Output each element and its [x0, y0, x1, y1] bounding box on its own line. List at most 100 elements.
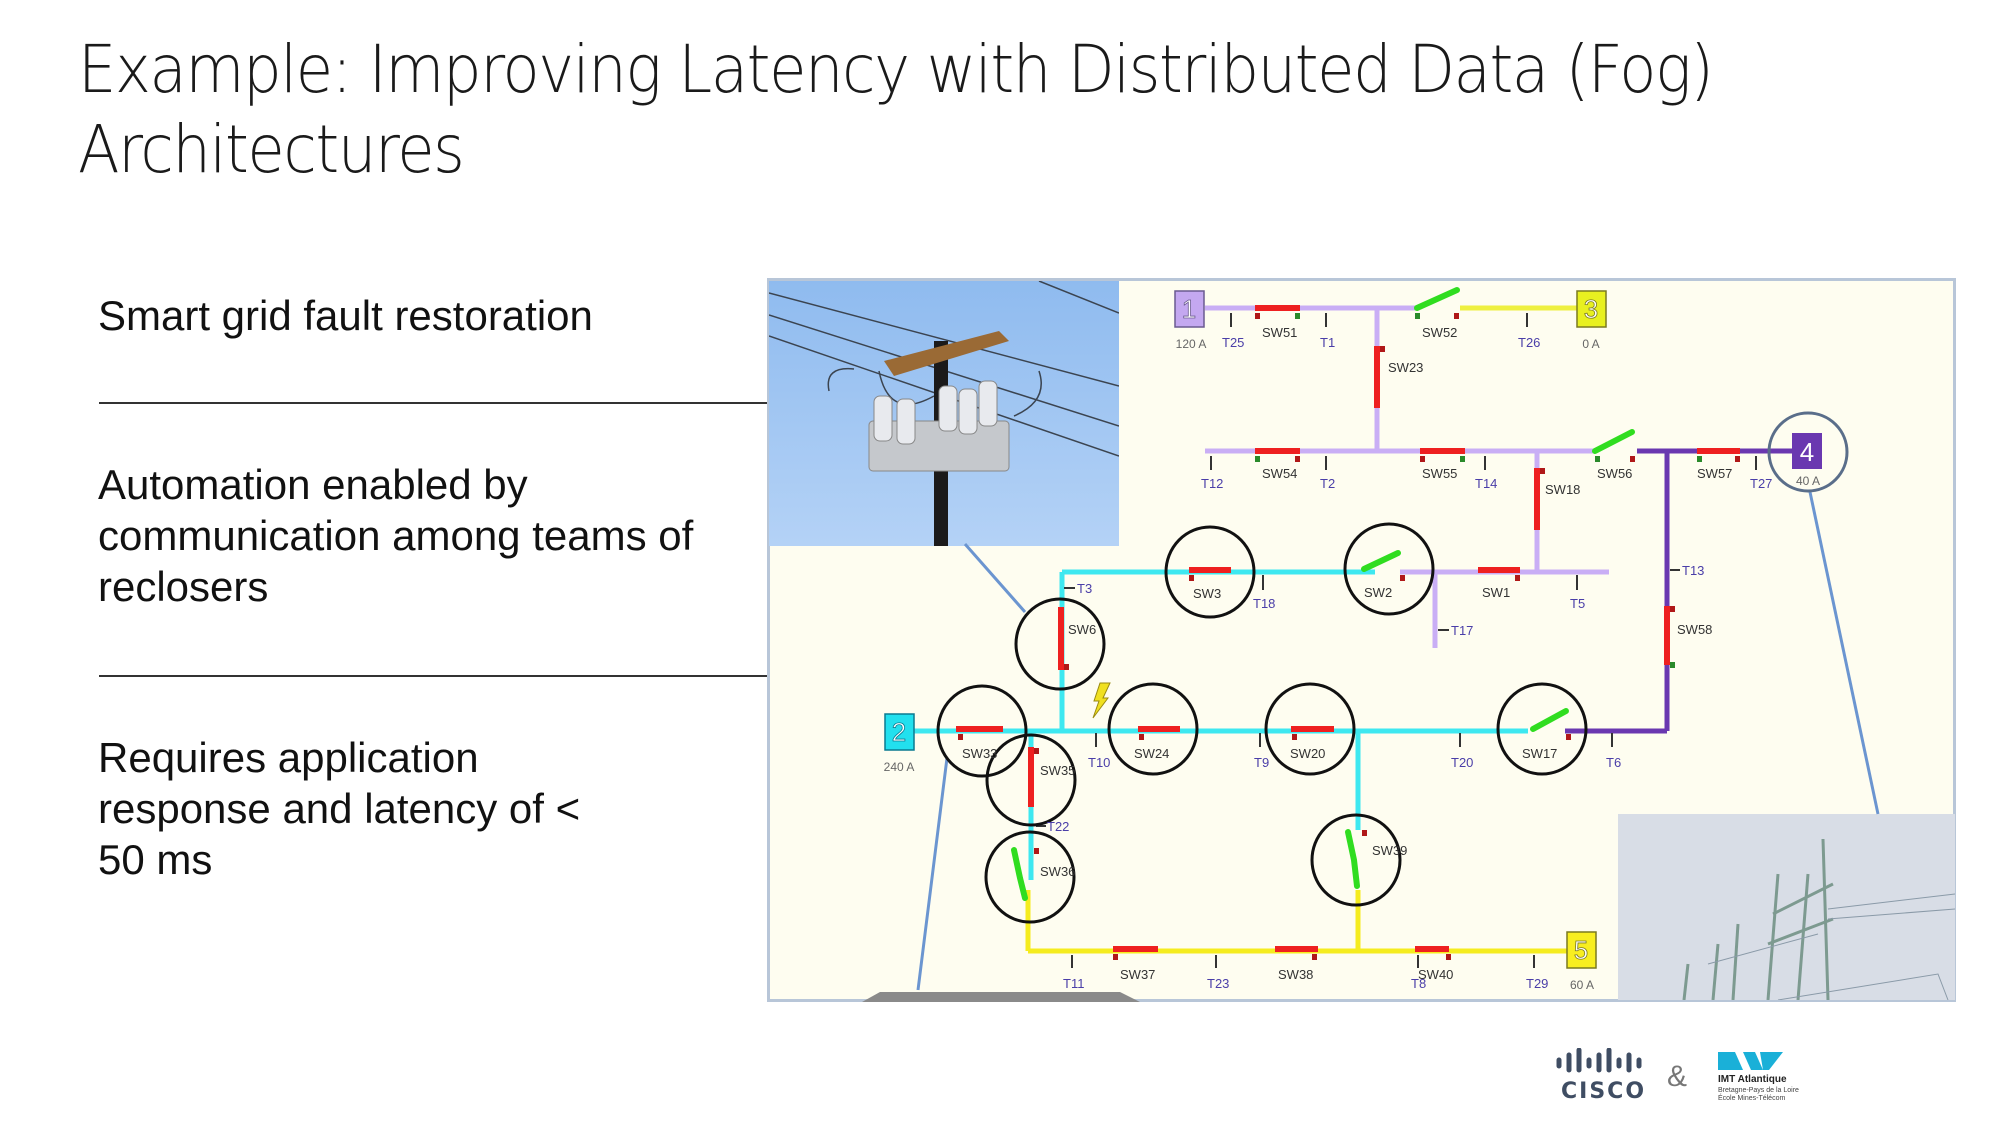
svg-text:SW36: SW36 [1040, 864, 1075, 879]
bullet-automation: Automation enabled by communication amon… [98, 461, 694, 610]
svg-text:SW33: SW33 [962, 746, 997, 761]
fog-node-sw24 [1107, 682, 1199, 776]
svg-text:4: 4 [1800, 437, 1814, 467]
svg-text:T5: T5 [1570, 596, 1585, 611]
feeder-4-lines [1565, 448, 1792, 734]
fog-node-sw36 [984, 830, 1076, 924]
svg-text:T25: T25 [1222, 335, 1244, 350]
svg-text:40 A: 40 A [1796, 474, 1820, 488]
substation-photo [1618, 814, 1955, 1000]
feeder-5-lines [1025, 890, 1567, 954]
svg-text:T17: T17 [1451, 623, 1473, 638]
svg-text:SW37: SW37 [1120, 967, 1155, 982]
comm-link [916, 757, 949, 991]
svg-text:0 A: 0 A [1582, 337, 1599, 351]
fog-node-circles [936, 522, 1588, 924]
svg-text:SW23: SW23 [1388, 360, 1423, 375]
svg-text:SW3: SW3 [1193, 586, 1221, 601]
fog-node-sw17 [1496, 682, 1588, 776]
fog-node-sw39 [1310, 813, 1402, 907]
svg-text:T26: T26 [1518, 335, 1540, 350]
svg-text:T10: T10 [1088, 755, 1110, 770]
fault-lightning-icon [1092, 682, 1111, 719]
switch-sw52 [1414, 287, 1460, 311]
svg-text:SW24: SW24 [1134, 746, 1169, 761]
slide-title: Example: Improving Latency with Distribu… [78, 31, 1714, 188]
svg-text:SW40: SW40 [1418, 967, 1453, 982]
switch-sw2 [1361, 550, 1401, 572]
svg-text:T12: T12 [1201, 476, 1223, 491]
svg-text:T3: T3 [1077, 581, 1092, 596]
switch-sw56 [1592, 429, 1635, 454]
fog-node-sw2 [1343, 522, 1435, 616]
ampersand: & [1667, 1060, 1687, 1093]
divider [99, 402, 769, 404]
svg-text:240 A: 240 A [884, 760, 915, 774]
svg-text:SW1: SW1 [1482, 585, 1510, 600]
svg-text:60 A: 60 A [1570, 978, 1594, 992]
svg-text:T22: T22 [1047, 819, 1069, 834]
switch-sw17 [1530, 708, 1569, 732]
svg-text:SW38: SW38 [1278, 967, 1313, 982]
status-markers [958, 313, 1740, 960]
svg-text:T29: T29 [1526, 976, 1548, 991]
tap-labels: T25 T1 T26 T12 T2 T14 T27 T3 T18 T5 T17 … [1047, 335, 1772, 991]
tap-ticks [1036, 313, 1757, 968]
svg-text:T23: T23 [1207, 976, 1229, 991]
svg-text:T9: T9 [1254, 755, 1269, 770]
svg-text:2: 2 [892, 717, 906, 747]
open-switches [1011, 287, 1635, 901]
closed-switches [956, 305, 1740, 952]
divider [99, 675, 769, 677]
svg-text:120 A: 120 A [1176, 337, 1207, 351]
svg-text:SW56: SW56 [1597, 466, 1632, 481]
comm-link [1808, 491, 1880, 815]
switch-labels: SW51 SW52 SW23 SW54 SW55 SW56 SW57 SW18 … [962, 325, 1732, 982]
svg-text:SW51: SW51 [1262, 325, 1297, 340]
fog-node-source-4 [1767, 411, 1849, 493]
svg-text:SW58: SW58 [1677, 622, 1712, 637]
cisco-wordmark: CISCO [1561, 1079, 1646, 1104]
svg-text:SW52: SW52 [1422, 325, 1457, 340]
source-4: 4 40 A [1792, 433, 1822, 488]
svg-text:5: 5 [1574, 935, 1588, 965]
svg-text:3: 3 [1584, 294, 1598, 324]
bullet-fault-restoration: Smart grid fault restoration [98, 292, 593, 339]
svg-text:T6: T6 [1606, 755, 1621, 770]
svg-text:École Mines-Télécom: École Mines-Télécom [1718, 1093, 1785, 1102]
svg-text:1: 1 [1182, 294, 1196, 324]
switch-sw36 [1011, 847, 1028, 901]
svg-text:SW2: SW2 [1364, 585, 1392, 600]
source-2: 2 240 A [884, 713, 915, 774]
svg-text:SW39: SW39 [1372, 843, 1407, 858]
photo-edge [862, 992, 1140, 1002]
svg-text:SW55: SW55 [1422, 466, 1457, 481]
bullet-latency: Requires application response and latenc… [98, 734, 581, 883]
svg-text:T13: T13 [1682, 563, 1704, 578]
cisco-logo [1556, 1047, 1642, 1073]
source-3: 3 0 A [1576, 290, 1607, 351]
fog-node-sw33 [936, 684, 1028, 778]
svg-text:SW35: SW35 [1040, 763, 1075, 778]
switch-sw39 [1345, 829, 1360, 889]
svg-text:SW54: SW54 [1262, 466, 1297, 481]
fog-node-sw3 [1164, 525, 1256, 619]
fog-node-sw35 [985, 733, 1077, 827]
svg-text:SW20: SW20 [1290, 746, 1325, 761]
svg-text:T14: T14 [1475, 476, 1497, 491]
fog-node-sw20 [1264, 682, 1356, 776]
imt-logo [1718, 1052, 1783, 1070]
svg-text:T18: T18 [1253, 596, 1275, 611]
svg-text:T20: T20 [1451, 755, 1473, 770]
svg-text:SW18: SW18 [1545, 482, 1580, 497]
svg-text:T1: T1 [1320, 335, 1335, 350]
recloser-photo [769, 281, 1119, 546]
svg-text:T8: T8 [1411, 976, 1426, 991]
svg-text:T2: T2 [1320, 476, 1335, 491]
fog-node-sw6 [1014, 597, 1106, 691]
comm-link [963, 543, 1027, 613]
footer-logos: CISCO & IMT Atlantique Bretagne-Pays de … [1555, 1047, 1855, 1113]
source-5: 5 60 A [1566, 931, 1597, 992]
svg-text:SW57: SW57 [1697, 466, 1732, 481]
